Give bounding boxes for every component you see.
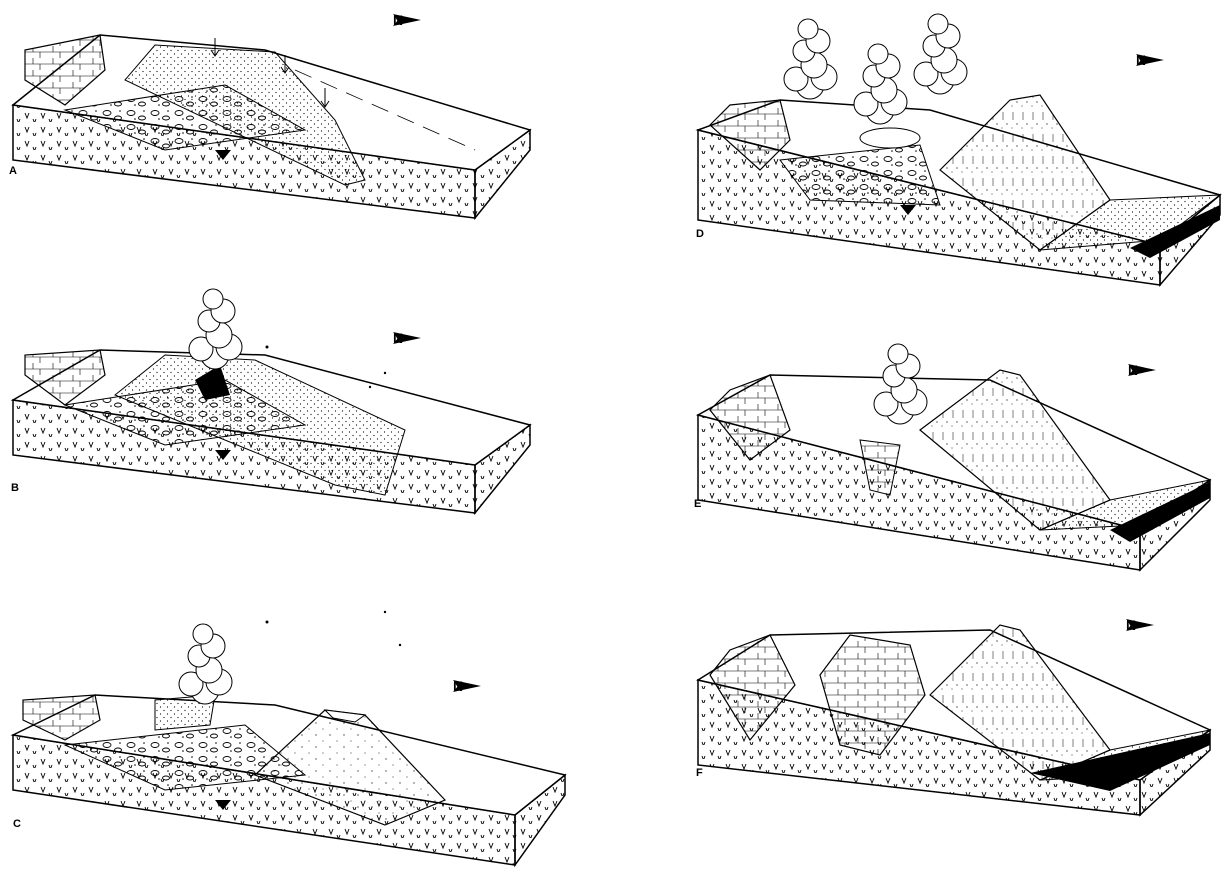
north-arrow-d: N <box>1136 52 1146 68</box>
north-arrow-a: N <box>393 12 403 28</box>
north-arrow-icon <box>393 330 421 346</box>
north-arrow-icon <box>1128 362 1156 378</box>
north-arrow-icon <box>453 678 481 694</box>
north-arrow-icon <box>393 12 421 28</box>
panel-label-b: B <box>11 482 19 494</box>
block-diagram-c <box>5 600 565 875</box>
north-arrow-b: N <box>393 330 403 346</box>
panel-a: A N <box>5 10 565 270</box>
panel-d: D N <box>690 0 1230 260</box>
block-diagram-b <box>5 255 565 525</box>
north-arrow-f: N <box>1126 617 1136 633</box>
panel-label-a: A <box>9 165 17 177</box>
block-diagram-a <box>5 10 565 230</box>
north-arrow-icon <box>1126 617 1154 633</box>
block-diagram-e <box>690 320 1230 575</box>
panel-e: E N <box>690 320 1230 580</box>
panel-label-f: F <box>696 767 703 779</box>
panel-label-c: C <box>13 818 21 830</box>
panel-label-e: E <box>694 498 701 510</box>
panel-label-d: D <box>696 228 704 240</box>
panel-f: F N <box>690 605 1230 865</box>
north-arrow-c: N <box>453 678 463 694</box>
block-diagram-d <box>690 0 1230 290</box>
panel-c: C N <box>5 600 565 860</box>
block-diagram-f <box>690 605 1230 825</box>
north-arrow-icon <box>1136 52 1164 68</box>
north-arrow-e: N <box>1128 362 1138 378</box>
panel-b: B N <box>5 255 565 515</box>
